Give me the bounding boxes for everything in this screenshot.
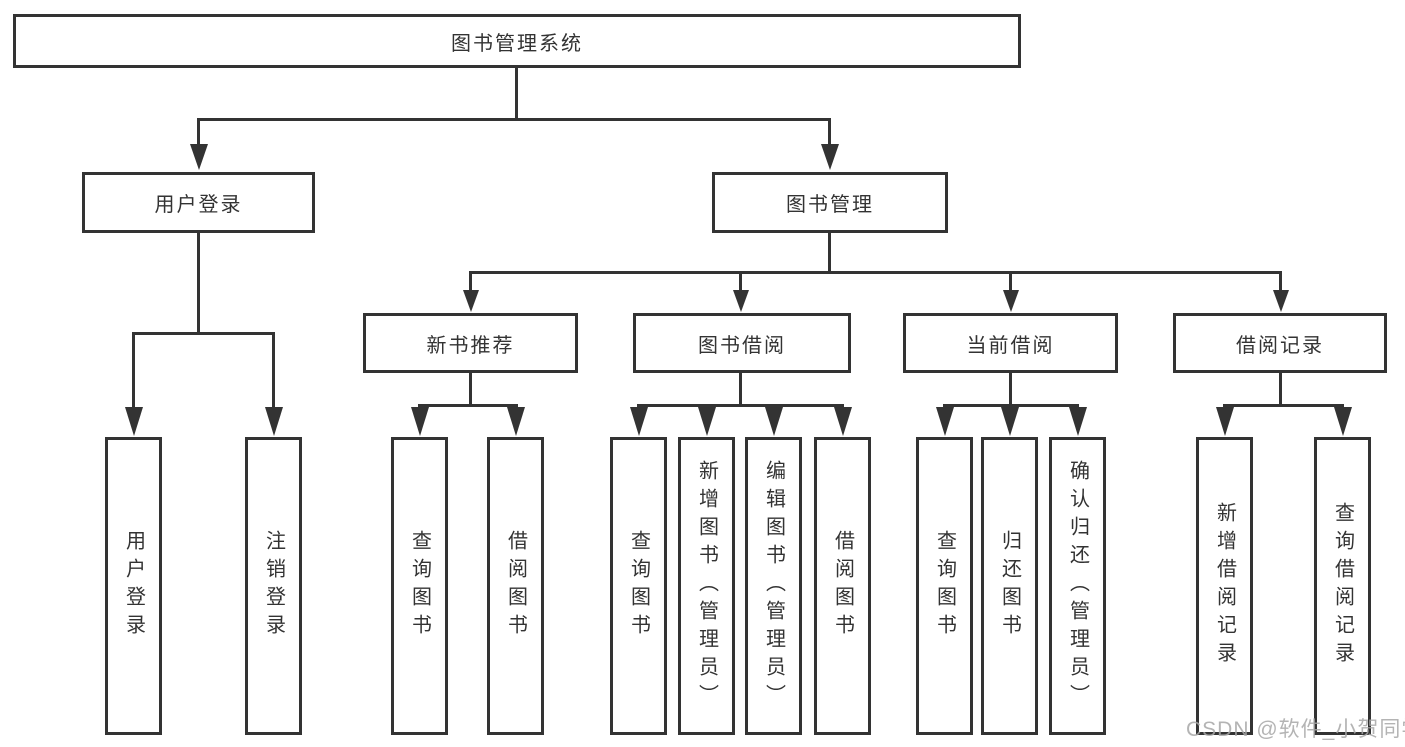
edge-borrowing-records-branch xyxy=(1223,404,1344,407)
leaf-query-books-current: 查询图书 xyxy=(916,437,973,735)
arrowhead-to-borrow-books xyxy=(834,407,852,436)
arrowhead-to-book-borrowing xyxy=(733,290,749,312)
edge-stem-current-borrowing xyxy=(1009,271,1012,292)
leaf-query-borrow-record: 查询借阅记录 xyxy=(1314,437,1371,735)
leaf-borrow-books-recommend: 借阅图书 xyxy=(487,437,544,735)
arrowhead-to-new-book xyxy=(463,290,479,312)
node-book-management: 图书管理 xyxy=(712,172,948,233)
leaf-user-login: 用户登录 xyxy=(105,437,162,735)
edge-book-management-trunk xyxy=(828,231,831,274)
leaf-confirm-return-admin: 确认归还（管理员） xyxy=(1049,437,1106,735)
node-library-management-system: 图书管理系统 xyxy=(13,14,1021,68)
edge-book-management-branch xyxy=(469,271,1282,274)
leaf-return-books: 归还图书 xyxy=(981,437,1038,735)
csdn-watermark: CSDN @软件_小贺同学 xyxy=(1186,718,1405,741)
leaf-logout: 注销登录 xyxy=(245,437,302,735)
leaf-borrow-books: 借阅图书 xyxy=(814,437,871,735)
arrowhead-to-query-books-recommend xyxy=(411,407,429,436)
leaf-add-books-admin: 新增图书（管理员） xyxy=(678,437,735,735)
arrowhead-to-leaf-user-login xyxy=(125,407,143,436)
edge-stem-book-borrowing xyxy=(739,271,742,292)
edge-root-branch xyxy=(197,118,831,121)
leaf-edit-books-admin: 编辑图书（管理员） xyxy=(745,437,802,735)
edge-root-trunk xyxy=(515,66,518,121)
node-book-borrowing: 图书借阅 xyxy=(633,313,851,373)
edge-current-borrowing-trunk xyxy=(1009,371,1012,407)
edge-user-login-trunk xyxy=(197,231,200,334)
arrowhead-to-current-borrowing xyxy=(1003,290,1019,312)
arrowhead-to-edit-books-admin xyxy=(765,407,783,436)
edge-stem-borrowing-records xyxy=(1279,271,1282,292)
arrowhead-to-book-management xyxy=(821,144,839,170)
edge-new-book-branch xyxy=(418,404,518,407)
edge-stem-leaf-user-login xyxy=(132,332,135,410)
edge-current-borrowing-branch xyxy=(943,404,1079,407)
leaf-query-books-borrow: 查询图书 xyxy=(610,437,667,735)
arrowhead-to-add-books-admin xyxy=(698,407,716,436)
edge-book-borrowing-branch xyxy=(637,404,844,407)
arrowhead-to-leaf-logout xyxy=(265,407,283,436)
edge-stem-user-login xyxy=(197,118,200,146)
arrowhead-to-borrowing-records xyxy=(1273,290,1289,312)
leaf-add-borrow-record: 新增借阅记录 xyxy=(1196,437,1253,735)
arrowhead-to-query-books-current xyxy=(936,407,954,436)
edge-borrowing-records-trunk xyxy=(1279,371,1282,407)
edge-stem-book-management xyxy=(828,118,831,146)
edge-book-borrowing-trunk xyxy=(739,371,742,407)
node-current-borrowing: 当前借阅 xyxy=(903,313,1118,373)
edge-new-book-trunk xyxy=(469,371,472,407)
arrowhead-to-add-borrow-record xyxy=(1216,407,1234,436)
node-new-book-recommendation: 新书推荐 xyxy=(363,313,578,373)
node-user-login: 用户登录 xyxy=(82,172,315,233)
edge-user-login-branch xyxy=(132,332,275,335)
node-borrowing-records: 借阅记录 xyxy=(1173,313,1387,373)
arrowhead-to-confirm-return-admin xyxy=(1069,407,1087,436)
leaf-query-books-recommend: 查询图书 xyxy=(391,437,448,735)
arrowhead-to-query-books-borrow xyxy=(630,407,648,436)
arrowhead-to-return-books xyxy=(1001,407,1019,436)
arrowhead-to-user-login xyxy=(190,144,208,170)
arrowhead-to-borrow-books-recommend xyxy=(507,407,525,436)
arrowhead-to-query-borrow-record xyxy=(1334,407,1352,436)
edge-stem-new-book xyxy=(469,271,472,292)
edge-stem-leaf-logout xyxy=(272,332,275,410)
